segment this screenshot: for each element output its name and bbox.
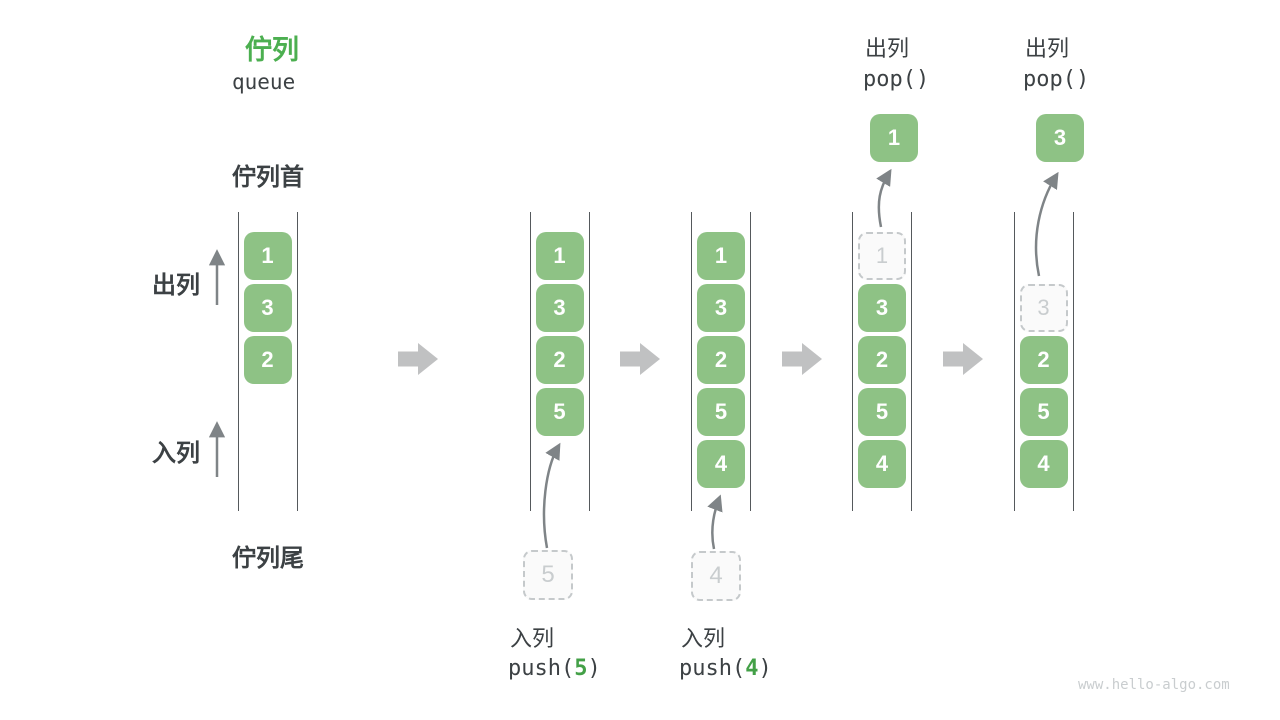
enqueue-op-label: 入列 [681, 626, 726, 651]
staged-item-box: 5 [523, 550, 573, 600]
queue-cell: 3 [697, 284, 745, 332]
queue-cell: 1 [243, 232, 292, 280]
queue-front-label: 佇列首 [232, 164, 304, 191]
diagram-title-zh: 佇列 [245, 35, 299, 65]
queue-cell: 5 [535, 388, 584, 436]
staged-item-value: 4 [709, 562, 723, 589]
staged-item-value: 5 [541, 561, 555, 588]
queue-cell: 3 [858, 284, 906, 332]
queue-cell: 1 [697, 232, 745, 280]
popped-value: 3 [1053, 125, 1067, 150]
state-transition-arrow [620, 343, 660, 375]
queue-state-4 [852, 212, 912, 511]
queue-state-3 [691, 212, 751, 511]
queue-cell: 1 [535, 232, 584, 280]
queue-cell: 2 [697, 336, 745, 384]
queue-cell-dashed: 1 [858, 232, 906, 280]
diagram-title-en: queue [232, 70, 296, 94]
code-arg: 5 [574, 656, 588, 681]
queue-cell: 4 [858, 440, 906, 488]
enqueue-side-label: 入列 [152, 440, 200, 467]
code-text: ) [758, 656, 772, 681]
popped-value: 1 [887, 125, 901, 150]
queue-cell: 2 [243, 336, 292, 384]
code-arg: 4 [745, 656, 759, 681]
queue-state-1 [237, 212, 298, 511]
state-transition-arrow [782, 343, 822, 375]
queue-cell: 3 [535, 284, 584, 332]
queue-cell: 5 [1019, 388, 1068, 436]
queue-cell: 2 [535, 336, 584, 384]
enqueue-op-code: push(4) [679, 656, 772, 681]
staged-item-box: 4 [691, 551, 741, 601]
queue-cell: 2 [858, 336, 906, 384]
dequeue-op-label: 出列 [865, 36, 910, 61]
code-text: push( [508, 656, 575, 681]
queue-state-2 [529, 212, 590, 511]
dequeue-op-code: pop() [1023, 67, 1090, 92]
code-text: push( [679, 656, 746, 681]
state-transition-arrow [398, 343, 438, 375]
queue-cell-dashed: 3 [1019, 284, 1068, 332]
popped-value-box: 1 [870, 114, 918, 162]
popped-value-box: 3 [1036, 114, 1084, 162]
queue-cell: 4 [697, 440, 745, 488]
code-text: ) [587, 656, 601, 681]
dequeue-op-label: 出列 [1025, 36, 1070, 61]
queue-cell: 5 [697, 388, 745, 436]
state-transition-arrow [943, 343, 983, 375]
enqueue-op-label: 入列 [510, 626, 555, 651]
queue-cell: 2 [1019, 336, 1068, 384]
watermark: www.hello-algo.com [1078, 677, 1230, 693]
queue-cell: 3 [243, 284, 292, 332]
queue-cell: 4 [1019, 440, 1068, 488]
queue-state-5 [1013, 212, 1074, 511]
queue-cell: 5 [858, 388, 906, 436]
dequeue-side-label: 出列 [152, 272, 200, 299]
queue-rear-label: 佇列尾 [232, 545, 304, 572]
dequeue-op-code: pop() [863, 67, 930, 92]
enqueue-op-code: push(5) [508, 656, 601, 681]
